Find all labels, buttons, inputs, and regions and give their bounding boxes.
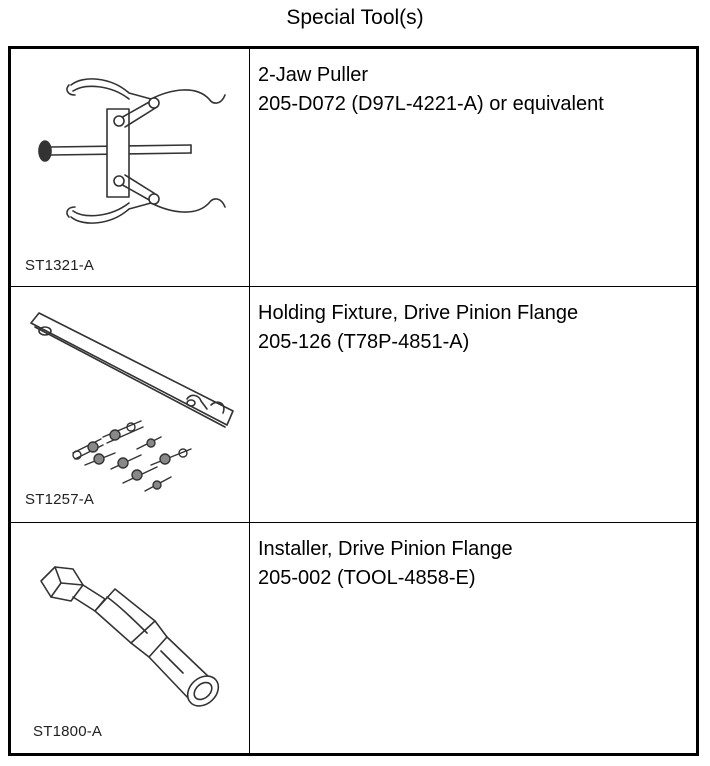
special-tools-table: ST1321-A 2-Jaw Puller 205-D072 (D97L-422… [8, 46, 699, 756]
tool-image-cell: ST1257-A [11, 287, 250, 523]
tool-name: 2-Jaw Puller [258, 64, 369, 86]
tool-part-number: 205-D072 (D97L-4221-A) or equivalent [258, 93, 604, 115]
tool-name: Holding Fixture, Drive Pinion Flange [258, 302, 579, 324]
table-row: ST1321-A 2-Jaw Puller 205-D072 (D97L-422… [11, 49, 696, 286]
holding-fixture-icon [30, 312, 234, 492]
page-title: Special Tool(s) [286, 6, 424, 29]
tool-image-cell: ST1800-A [11, 523, 250, 754]
tool-ref-code: ST1321-A [25, 257, 95, 274]
two-jaw-puller-icon [38, 78, 226, 224]
tool-description: Installer, Drive Pinion Flange 205-002 (… [258, 535, 693, 593]
tool-ref-code: ST1800-A [33, 723, 103, 740]
table-row: ST1257-A Holding Fixture, Drive Pinion F… [11, 286, 696, 523]
tool-image-cell: ST1321-A [11, 49, 250, 286]
tool-description: Holding Fixture, Drive Pinion Flange 205… [258, 299, 693, 357]
installer-icon [40, 566, 220, 707]
tool-ref-code: ST1257-A [25, 491, 95, 508]
tool-description: 2-Jaw Puller 205-D072 (D97L-4221-A) or e… [258, 61, 693, 119]
table-row: ST1800-A Installer, Drive Pinion Flange … [11, 522, 696, 754]
tool-part-number: 205-002 (TOOL-4858-E) [258, 567, 476, 589]
tool-part-number: 205-126 (T78P-4851-A) [258, 331, 470, 353]
tool-name: Installer, Drive Pinion Flange [258, 538, 513, 560]
